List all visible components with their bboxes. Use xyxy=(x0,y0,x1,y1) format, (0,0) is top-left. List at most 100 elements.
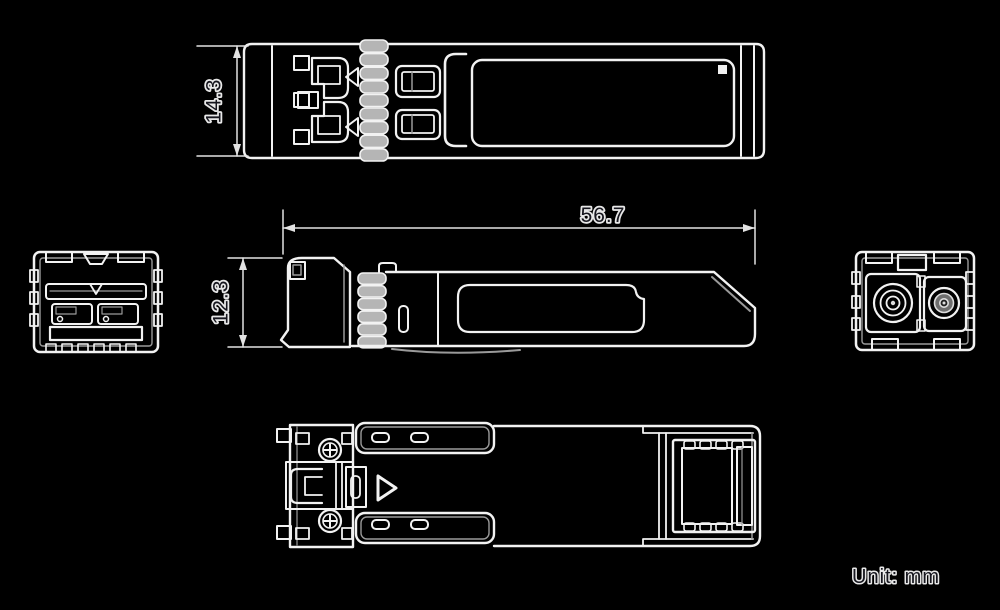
label-recess xyxy=(470,58,736,148)
bottom-tab xyxy=(933,338,961,351)
latch-c-clip xyxy=(289,467,324,505)
dimension-body-width: 14.3 xyxy=(196,45,249,157)
vent-slot xyxy=(394,64,442,99)
edge-notch xyxy=(29,313,39,327)
edge-notch xyxy=(153,291,163,305)
port-divider-block xyxy=(916,275,926,288)
rib xyxy=(357,284,387,298)
plate-slot xyxy=(410,519,429,530)
pcb-board xyxy=(681,447,733,525)
vent-slot-inner xyxy=(401,114,435,134)
inner-plate xyxy=(97,303,139,325)
latch-tab xyxy=(293,55,310,71)
plate-inner xyxy=(360,516,490,540)
front-bezel-outline xyxy=(279,256,352,349)
emi-clip-bracket xyxy=(443,52,468,148)
edge-notch xyxy=(29,269,39,283)
bottom-castellation xyxy=(77,343,89,353)
top-tab xyxy=(933,251,961,264)
edge-notch xyxy=(965,271,975,285)
bottom-castellation xyxy=(93,343,105,353)
rib-stack-top xyxy=(359,39,389,162)
triangle-marker-icon xyxy=(345,117,359,137)
center-window xyxy=(896,253,928,272)
center-key-notch xyxy=(83,253,109,265)
inner-plate-detail xyxy=(101,306,123,315)
plate-slot xyxy=(410,432,429,443)
top-tab xyxy=(117,251,145,263)
top-view-outline xyxy=(242,42,766,160)
top-view xyxy=(242,39,766,162)
port-divider-block xyxy=(916,319,926,332)
plate-slot xyxy=(371,432,390,443)
dimension-label-height: 12.3 xyxy=(210,280,233,325)
arrowhead-icon xyxy=(233,144,241,156)
side-tab xyxy=(276,428,292,443)
plate-slot xyxy=(371,519,390,530)
latch-hook-top-window xyxy=(317,65,341,85)
pcb-edge-opening xyxy=(48,325,144,342)
rivet-dot xyxy=(56,315,64,323)
rib xyxy=(359,66,389,81)
rib xyxy=(359,148,389,162)
plate-outline xyxy=(354,421,496,455)
inner-plate-detail xyxy=(55,306,77,315)
triangle-marker-icon xyxy=(345,67,359,87)
edge-notch xyxy=(851,317,861,331)
latch-slider xyxy=(345,466,367,508)
dimension-label-length: 56.7 xyxy=(581,204,626,227)
plate-inner xyxy=(360,426,490,450)
bezel-cutout xyxy=(295,527,310,540)
side-recess-outline xyxy=(456,283,646,334)
pcb-edge-connector xyxy=(671,438,757,534)
lc-port-barrel xyxy=(872,282,914,324)
latch-slider-slot xyxy=(350,475,361,499)
vent-slots xyxy=(394,64,442,141)
dimension-label-width: 14.3 xyxy=(203,79,226,124)
vent-slot xyxy=(394,108,442,141)
bottom-castellation xyxy=(109,343,121,353)
slot-v-notch xyxy=(89,283,103,295)
latch-pivot-block xyxy=(297,91,319,109)
side-slot xyxy=(398,305,409,333)
bottom-castellation xyxy=(125,343,137,353)
bottom-tab xyxy=(871,338,899,351)
bail-latch xyxy=(293,55,359,145)
lc-port-frame xyxy=(864,272,922,334)
body-step-top xyxy=(642,425,754,434)
lc-port-barrel xyxy=(927,286,961,320)
chamfer-shade-line xyxy=(711,276,751,312)
rib xyxy=(359,93,389,108)
latch-frame xyxy=(285,461,354,510)
edge-notch xyxy=(153,313,163,327)
edge-notch xyxy=(153,269,163,283)
bezel-cutout xyxy=(341,432,353,445)
dimension-body-height: 12.3 xyxy=(208,257,283,348)
front-end-view xyxy=(851,250,976,352)
rib xyxy=(359,134,389,149)
rear-end-view xyxy=(29,250,163,354)
lc-port-ring xyxy=(879,289,907,317)
rib xyxy=(359,120,389,135)
bottom-castellation xyxy=(45,343,57,353)
vent-slot-inner xyxy=(401,71,435,92)
rib-stack-side xyxy=(357,272,387,349)
body-step-bottom xyxy=(642,538,754,547)
bottom-shade-curve xyxy=(391,348,521,354)
lc-port-ferrule xyxy=(885,295,901,311)
connector-side-bracket xyxy=(736,446,753,526)
phillips-cross-icon xyxy=(323,443,337,457)
front-inner-outline xyxy=(861,257,969,345)
lc-fiber-core xyxy=(942,301,946,305)
latch-hinge-inner xyxy=(292,264,302,276)
arrowhead-icon xyxy=(233,46,241,58)
connector-divider-lines xyxy=(658,432,667,540)
latch-hook-top xyxy=(310,56,350,100)
latch-pivot-bump xyxy=(378,262,397,273)
rib xyxy=(359,52,389,67)
rear-inner-outline xyxy=(39,257,153,347)
bezel-cutout xyxy=(295,432,310,445)
side-view xyxy=(279,256,757,354)
edge-notch xyxy=(29,291,39,305)
